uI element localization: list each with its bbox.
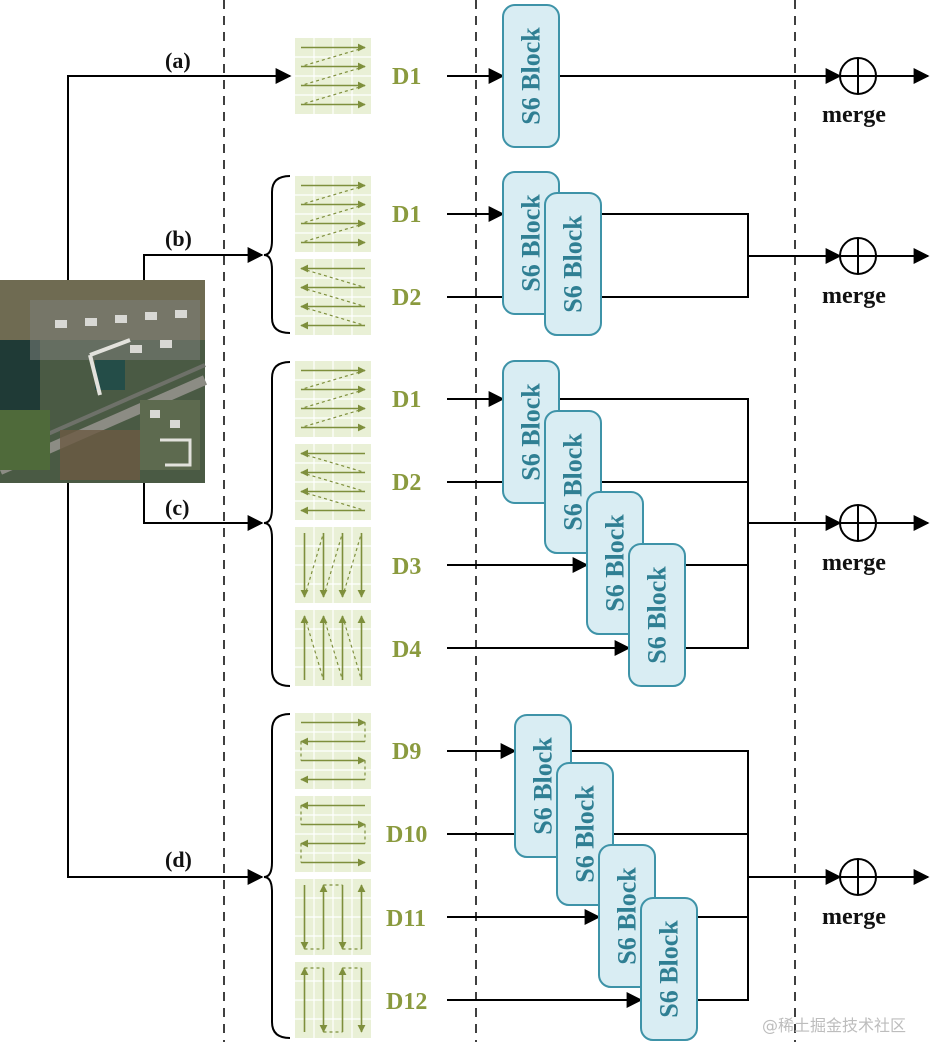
- s6-block-label: S6 Block: [601, 514, 630, 612]
- scan-pattern-tiles: [295, 38, 371, 1038]
- branch-label-a: (a): [165, 48, 191, 73]
- scan-tile-b-d2: [295, 259, 371, 335]
- brace-d: [263, 713, 291, 1039]
- scan-tile-b-d1: [295, 176, 371, 252]
- s6-block-label: S6 Block: [517, 27, 546, 125]
- s6-block-label: S6 Block: [559, 433, 588, 531]
- brace-b: [263, 175, 291, 334]
- watermark: @稀土掘金技术社区: [762, 1016, 906, 1035]
- scan-tile-c-d2: [295, 444, 371, 520]
- direction-label-c-d3: D3: [392, 554, 421, 580]
- branch-a-connector: [67, 68, 292, 280]
- input-image: [0, 280, 208, 483]
- branch-b-connector: [143, 247, 264, 280]
- scan-tile-c-d3: [295, 527, 371, 603]
- merge-node-d: merge: [822, 858, 930, 930]
- s6-block-b-2: S6 Block: [544, 192, 602, 336]
- merge-node-c: merge: [822, 504, 930, 576]
- s6-block-label: S6 Block: [571, 785, 600, 883]
- branch-label-b: (b): [165, 226, 192, 251]
- direction-label-d-d9: D9: [392, 739, 421, 765]
- s6-block-label: S6 Block: [655, 920, 684, 1018]
- branch-label-d: (d): [165, 847, 192, 872]
- branch-d-connector: [67, 483, 264, 885]
- direction-label-b-d1: D1: [392, 202, 421, 228]
- merge-label-b: merge: [822, 283, 886, 309]
- scan-tile-c-d4: [295, 610, 371, 686]
- s6-block-label: S6 Block: [559, 215, 588, 313]
- scan-tile-c-d1: [295, 361, 371, 437]
- merge-label-c: merge: [822, 550, 886, 576]
- branch-label-c: (c): [165, 495, 189, 520]
- s6-block-label: S6 Block: [517, 383, 546, 481]
- scan-tile-d-d9: [295, 713, 371, 789]
- direction-label-d-d11: D11: [386, 906, 426, 932]
- scan-tile-a-d1: [295, 38, 371, 114]
- direction-label-d-d12: D12: [386, 989, 427, 1015]
- direction-label-c-d1: D1: [392, 387, 421, 413]
- s6-block-label: S6 Block: [517, 194, 546, 292]
- merge-node-b: merge: [822, 237, 930, 309]
- branch-c-connector: [143, 483, 264, 531]
- s6-block-label: S6 Block: [529, 737, 558, 835]
- direction-label-c-d2: D2: [392, 470, 421, 496]
- scan-tile-d-d12: [295, 962, 371, 1038]
- direction-label-b-d2: D2: [392, 285, 421, 311]
- s6-block-a-1: S6 Block: [502, 4, 560, 148]
- brace-c: [263, 361, 291, 687]
- s6-blocks: S6 Block S6 Block S6 Block S6 Block S6 Block…: [502, 4, 698, 1041]
- s6-block-c-4: S6 Block: [628, 543, 686, 687]
- collector-d: [571, 750, 840, 1001]
- direction-label-a-d1: D1: [392, 64, 421, 90]
- direction-label-c-d4: D4: [392, 637, 421, 663]
- s6-block-label: S6 Block: [643, 566, 672, 664]
- merge-label-d: merge: [822, 904, 886, 930]
- scan-tile-d-d10: [295, 796, 371, 872]
- scan-tile-d-d11: [295, 879, 371, 955]
- s6-block-label: S6 Block: [613, 867, 642, 965]
- merge-node-a: merge: [822, 57, 930, 128]
- direction-label-d-d10: D10: [386, 822, 427, 848]
- merge-label-a: merge: [822, 102, 886, 128]
- s6-block-d-4: S6 Block: [640, 897, 698, 1041]
